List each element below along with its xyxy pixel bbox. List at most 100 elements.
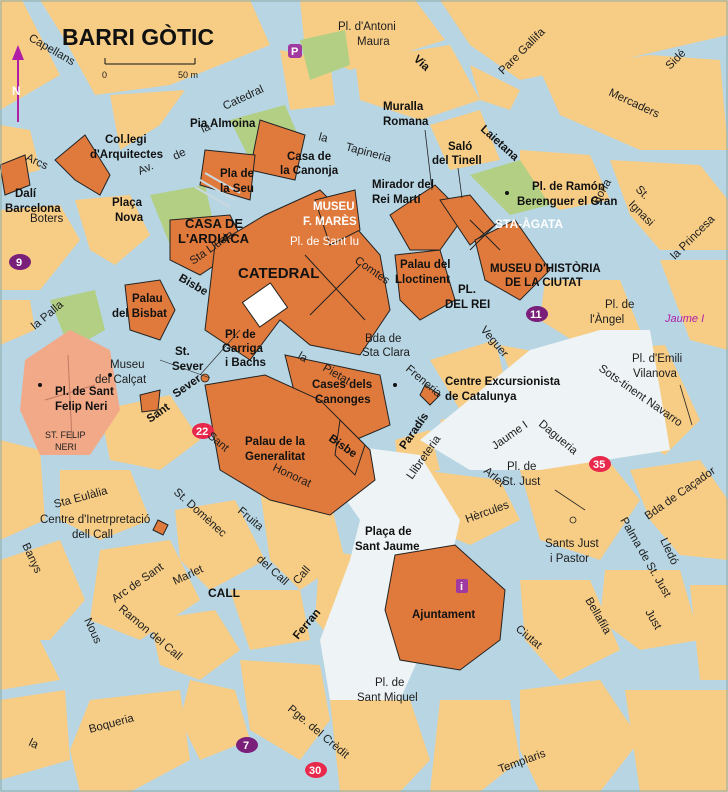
map-label-places-centre-interp: Centre d'Inetrpretació xyxy=(40,514,150,526)
map-label-places-st-just: St. Just xyxy=(502,476,541,488)
map-label-streets-boters: Boters xyxy=(30,213,63,225)
map-label-places-romana: Romana xyxy=(383,116,429,128)
map-label-places-centre-exc: Centre Excursionista xyxy=(445,376,561,388)
map-label-places-museu-hist: MUSEU D'HISTÒRIA xyxy=(490,262,601,275)
map-label-places-muralla: Muralla xyxy=(383,101,424,113)
map-label-places-sants-just: Sants Just xyxy=(545,538,599,550)
map-label-places-berenguer: Berenguer el Gran xyxy=(517,196,617,208)
map-label-places-museu: MUSEU xyxy=(313,201,355,213)
map-label-places-casa-de-l: CASA DE xyxy=(185,216,243,231)
map-label-scale-zero: 0 xyxy=(102,70,107,80)
map-label-places-pl-sant-felip: Pl. de Sant xyxy=(55,386,114,398)
map-label-places-pl-sant-iu: Pl. de Sant Iu xyxy=(290,236,359,248)
map-label-places-dali: Dalí xyxy=(15,188,37,200)
metro-marker-11: 11 xyxy=(526,306,548,322)
map-label-places-felip-neri: Felip Neri xyxy=(55,401,107,413)
map-label-places-pia-almoina: Pia Almoina xyxy=(190,118,256,130)
map-label-places-garriga: Garriga xyxy=(222,343,264,355)
map-label-places-nova: Nova xyxy=(115,212,144,224)
map-label-places-langel: l'Àngel xyxy=(590,313,624,326)
map-label-places-lloctinent: Lloctinent xyxy=(395,274,450,286)
map-label-places-del-bisbat: del Bisbat xyxy=(112,308,167,320)
map-label-places-del-rei: DEL REI xyxy=(445,299,490,311)
map-label-places-pl-de-langel: Pl. de xyxy=(605,299,634,311)
map-title: BARRI GÒTIC xyxy=(62,23,214,50)
map-label-places-maura: Maura xyxy=(357,36,390,48)
map-label-scale-distance: 50 m xyxy=(178,70,198,80)
map-label-markers-metro-7: 7 xyxy=(243,740,249,752)
map-label-places-rei-marti: Rei Martí xyxy=(372,194,421,206)
map-label-places-del-tinell: del Tinell xyxy=(432,155,482,167)
map-label-places-palau-de-la: Palau de la xyxy=(245,436,306,448)
map-label-places-bda-de: Bda de xyxy=(365,333,401,345)
map-label-places-f-mares: F. MARÈS xyxy=(303,215,357,228)
map-label-places-i-bachs: i Bachs xyxy=(225,357,266,369)
point-markers xyxy=(38,191,509,387)
map-label-markers-parking: P xyxy=(291,46,298,58)
map-label-places-casa-de: Casa de xyxy=(287,151,331,163)
map-label-places-sant-jaume: Sant Jaume xyxy=(355,541,420,553)
map-label-places-col-legi: Col.legi xyxy=(105,134,147,146)
monuments xyxy=(0,119,551,671)
map-label-places-st-felip: ST. FELIP xyxy=(45,430,86,440)
map-label-places-salo: Saló xyxy=(448,141,472,153)
map-label-places-pl-de-sant: Pl. de xyxy=(375,677,404,689)
map-label-places-vilanova: Vilanova xyxy=(633,368,678,380)
map-label-streets-av: Av. xyxy=(136,160,155,177)
metro-marker-9: 9 xyxy=(9,254,31,270)
map-label-places-pl-emili: Pl. d'Emili xyxy=(632,353,682,365)
map-label-places-sever: Sever xyxy=(172,361,204,373)
map-label-places-sta-clara: Sta Clara xyxy=(362,347,411,359)
map-label-places-catedral: CATEDRAL xyxy=(238,265,319,282)
map-label-places-pl-antoni: Pl. d'Antoni xyxy=(338,21,396,33)
map-label-places-dell-call: dell Call xyxy=(72,529,113,541)
pla-de-la-seu-steps xyxy=(194,172,241,208)
map-label-places-barcelona: Barcelona xyxy=(5,203,61,215)
map-label-places-la-seu: la Seu xyxy=(220,183,254,195)
map-label-places-palau-del: Palau del xyxy=(400,259,451,271)
map-label-streets-la-2: la xyxy=(317,131,329,145)
map-label-streets-jaume-i-metro: Jaume I xyxy=(664,313,704,325)
map-label-north: N xyxy=(12,84,21,98)
map-label-places-sant-miquel: Sant Miquel xyxy=(357,692,418,704)
map-label-streets-de: de xyxy=(171,146,188,162)
map-label-places-i-pastor: i Pastor xyxy=(550,553,589,565)
map-label-places-palau: Palau xyxy=(132,293,163,305)
map-label-markers-bus-35: 35 xyxy=(593,459,605,471)
map-label-places-canonges: Canonges xyxy=(315,394,371,406)
map-label-markers-metro-11: 11 xyxy=(530,309,542,321)
map-label-places-st: St. xyxy=(175,346,190,358)
map-label-places-ardiaca: L'ARDIACA xyxy=(178,231,250,246)
map-label-places-sta-agata: STA-ÀGATA xyxy=(495,216,563,231)
map-label-places-museu-calcat: Museu xyxy=(110,359,145,371)
scale-bar: 0 50 m xyxy=(102,58,198,80)
map-label-places-placa: Plaça xyxy=(112,197,143,209)
map-label-places-pl-ramon: Pl. de Ramón xyxy=(532,181,605,193)
map-label-places-mirador-del: Mirador del xyxy=(372,179,434,191)
parking-icon: P xyxy=(288,44,302,58)
map-label-places-ajuntament: Ajuntament xyxy=(412,609,475,621)
map-label-places-pl-del: PL. xyxy=(458,284,476,296)
map-label-places-cases-dels: Cases dels xyxy=(312,379,372,391)
map-label-places-de-catalunya: de Catalunya xyxy=(445,391,517,403)
bus-marker-30: 30 xyxy=(305,762,327,778)
map-label-markers-bus-22: 22 xyxy=(196,426,208,438)
map-label-places-call: CALL xyxy=(208,586,240,600)
bus-marker-22: 22 xyxy=(192,423,214,439)
map-label-places-placa-de: Plaça de xyxy=(365,526,412,538)
map-label-places-de-la-ciutat: DE LA CIUTAT xyxy=(505,277,583,289)
cathedral-cloister xyxy=(241,282,289,328)
map-label-markers-info: i xyxy=(460,581,463,593)
map-label-places-pl-de-st-just: Pl. de xyxy=(507,461,536,473)
info-icon: i xyxy=(456,579,468,593)
bus-marker-35: 35 xyxy=(589,456,611,472)
map-label-places-d-arquitectes: d'Arquitectes xyxy=(90,149,163,161)
map-label-places-la-canonja: la Canonja xyxy=(280,165,339,177)
metro-marker-7: 7 xyxy=(236,737,258,753)
map-label-markers-metro-9: 9 xyxy=(16,257,22,269)
map-label-places-del-calcat: del Calçat xyxy=(95,374,147,386)
map-label-markers-bus-30: 30 xyxy=(309,765,321,777)
map-label-places-generalitat: Generalitat xyxy=(245,451,305,463)
map-label-places-pla-de: Pla de xyxy=(220,168,254,180)
